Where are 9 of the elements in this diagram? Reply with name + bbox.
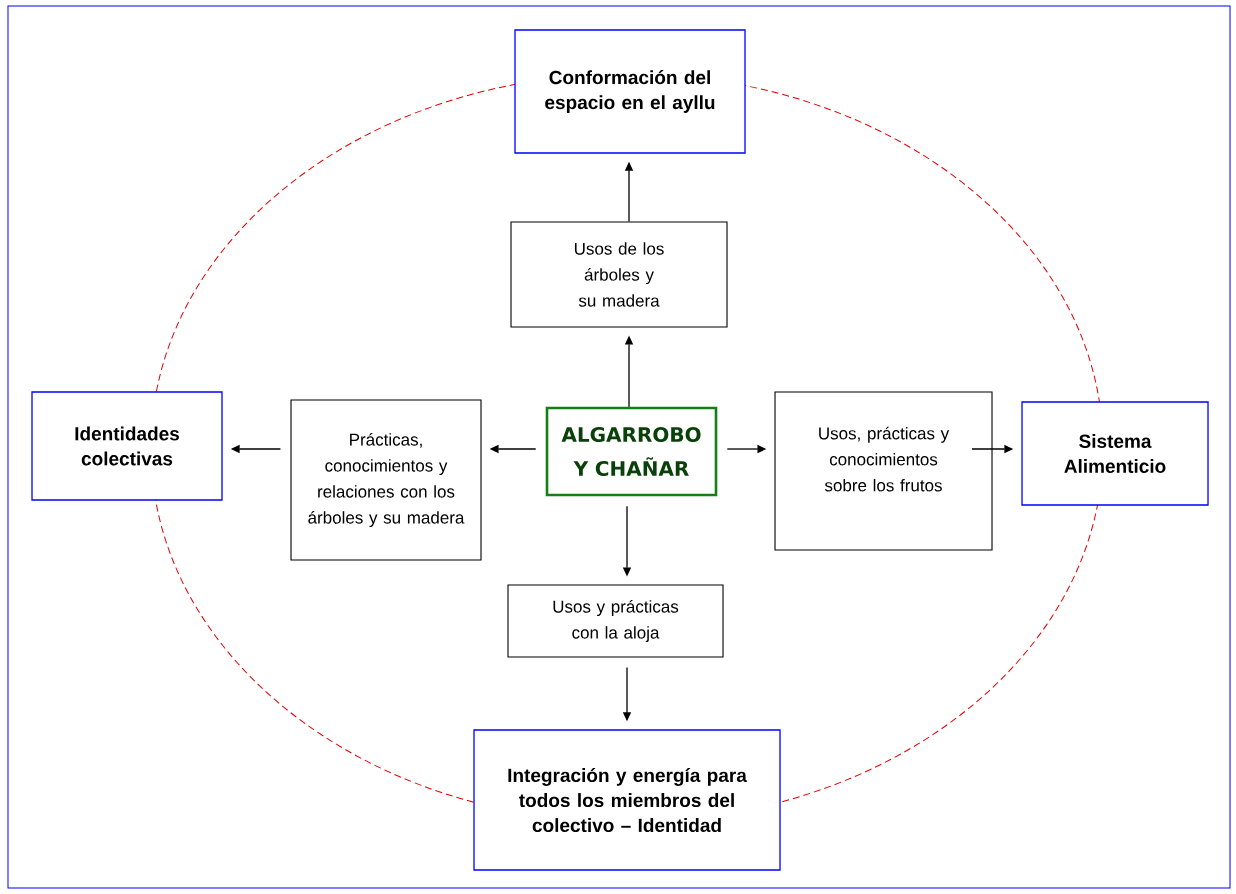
result-box: Integración y energía para todos los miembros del colectivo – Identidad [473, 729, 781, 871]
practice-box: Prácticas, conocimientos y relaciones con los árboles y su madera [290, 399, 482, 561]
practice-box: Usos, prácticas y conocimientos sobre los frutos [774, 391, 993, 551]
practice-box: Usos de los árboles y su madera [510, 221, 728, 328]
result-box: Conformación del espacio en el ayllu [514, 29, 746, 154]
central-box: ALGARROBO Y CHAÑAR [545, 406, 718, 497]
result-box: Identidades colectivas [31, 391, 223, 501]
result-box: Sistema Alimenticio [1021, 401, 1209, 506]
practice-box: Usos y prácticas con la aloja [507, 584, 724, 658]
